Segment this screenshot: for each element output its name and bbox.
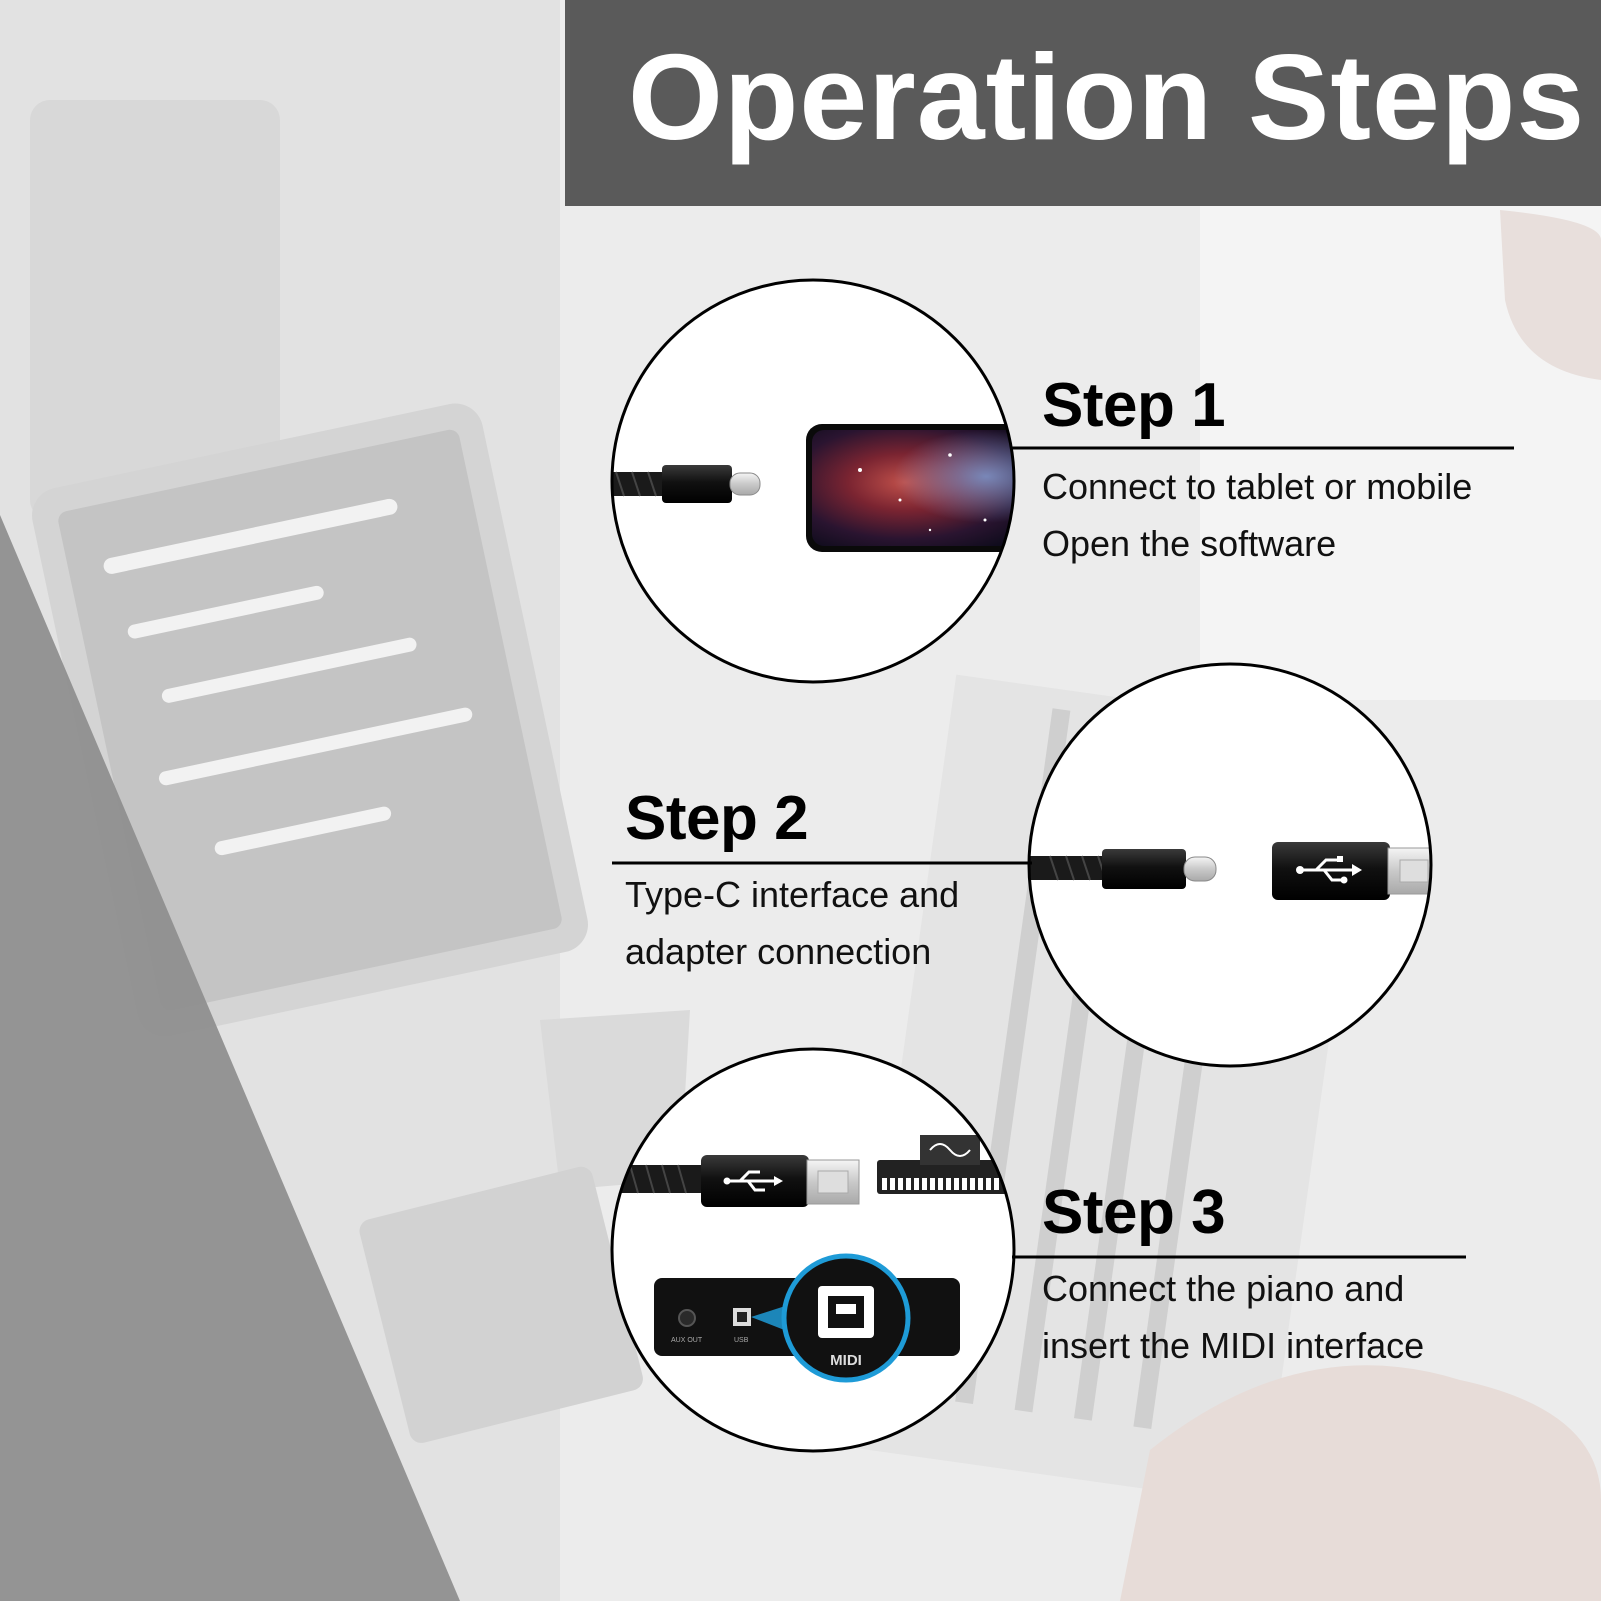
usb-c-tip xyxy=(729,472,761,496)
braided-cable xyxy=(1029,856,1110,880)
phone xyxy=(806,424,1014,552)
step-3-circle-border xyxy=(610,1047,1016,1453)
step-1-title: Step 1 xyxy=(1042,371,1226,440)
step-1-line-1: Connect to tablet or mobile xyxy=(1042,466,1473,507)
step-1-illustration xyxy=(610,278,1016,684)
midi-port-label: MIDI xyxy=(830,1352,862,1369)
faded-hand xyxy=(1120,1365,1601,1601)
page-title: Operation Steps xyxy=(628,29,1586,165)
faded-tablet xyxy=(32,403,588,1037)
step-3-line-2: insert the MIDI interface xyxy=(1042,1325,1425,1366)
title-banner xyxy=(565,0,1601,206)
mini-keyboard xyxy=(877,1135,1007,1194)
faded-controller xyxy=(359,1166,643,1443)
usb-port-label: USB xyxy=(734,1337,749,1344)
step-3-illustration: AUX OUT USB MIDI xyxy=(610,1047,1016,1453)
step-2-title: Step 2 xyxy=(625,784,809,853)
step-3-title: Step 3 xyxy=(1042,1178,1226,1247)
step-1-circle-border xyxy=(610,278,1016,684)
step-1-description: Connect to tablet or mobile Open the sof… xyxy=(1042,458,1472,572)
aux-port-label: AUX OUT xyxy=(671,1337,703,1344)
step-2-circle-border xyxy=(1027,662,1433,1068)
step-1-line-2: Open the software xyxy=(1042,523,1337,564)
step-3-line-1: Connect the piano and xyxy=(1042,1268,1405,1309)
usb-c-plug xyxy=(662,465,732,503)
piano-back-panel: AUX OUT USB MIDI xyxy=(654,1253,960,1383)
step-2-line-2: adapter connection xyxy=(625,931,932,972)
usb-icon xyxy=(1302,858,1352,882)
faded-face xyxy=(1500,210,1601,380)
step-3-description: Connect the piano and insert the MIDI in… xyxy=(1042,1260,1424,1374)
usb-c-plug xyxy=(1102,849,1186,889)
diagonal-band xyxy=(0,515,460,1601)
step-2-description: Type-C interface and adapter connection xyxy=(625,866,959,980)
step-2-illustration xyxy=(1027,662,1433,1068)
usb-c-tip xyxy=(1183,856,1217,882)
step-2-line-1: Type-C interface and xyxy=(625,874,960,915)
